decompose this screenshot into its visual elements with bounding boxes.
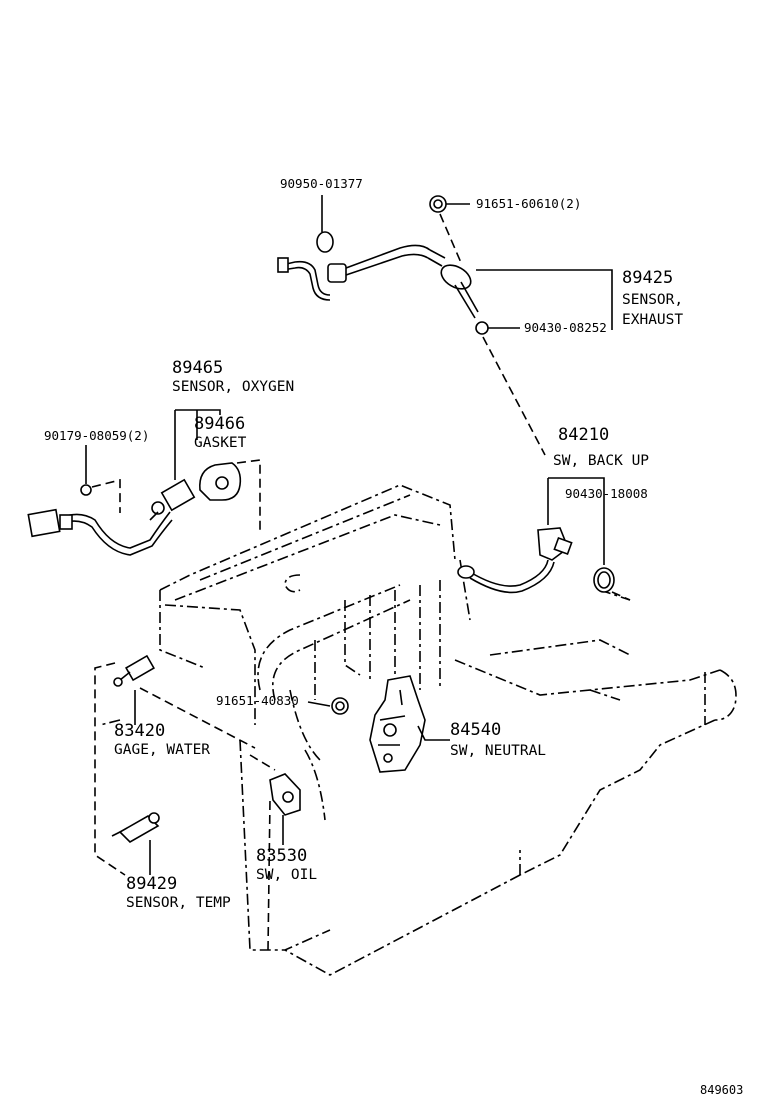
gasket-90430-18008: [593, 567, 615, 593]
nut-91651-40830: [331, 697, 349, 715]
backup-switch-84210: [457, 527, 573, 594]
part-number-89429[interactable]: 89429: [126, 874, 178, 894]
part-name-89425-line2: EXHAUST: [622, 312, 684, 328]
part-name-89465: SENSOR, OXYGEN: [172, 379, 295, 395]
part-number-90430-08252[interactable]: 90430-08252: [524, 320, 607, 335]
part-name-89429: SENSOR, TEMP: [126, 895, 231, 911]
nut-90179-08059: [80, 484, 92, 496]
part-name-89466: GASKET: [194, 435, 247, 451]
part-number-89466[interactable]: 89466: [194, 414, 246, 434]
washer-90430-08252: [475, 321, 489, 335]
oil-switch-83530: [269, 773, 301, 816]
temp-sensor-89429: [111, 812, 160, 843]
part-number-84540[interactable]: 84540: [450, 720, 502, 740]
exhaust-sensor-89425: [277, 231, 479, 319]
part-number-89465[interactable]: 89465: [172, 358, 224, 378]
part-number-90950-01377[interactable]: 90950-01377: [280, 176, 363, 191]
part-number-83420[interactable]: 83420: [114, 721, 166, 741]
engine-block: [99, 484, 737, 976]
part-number-91651-60610[interactable]: 91651-60610(2): [476, 196, 582, 211]
part-name-84210: SW, BACK UP: [553, 453, 650, 469]
part-number-90430-18008[interactable]: 90430-18008: [565, 486, 648, 501]
part-name-83420: GAGE, WATER: [114, 742, 211, 758]
part-number-83530[interactable]: 83530: [256, 846, 308, 866]
part-number-89425[interactable]: 89425: [622, 268, 674, 288]
part-name-84540: SW, NEUTRAL: [450, 743, 547, 759]
nut-91651-60610: [429, 195, 447, 213]
water-gage-83420: [113, 654, 155, 687]
part-name-83530: SW, OIL: [256, 867, 318, 883]
oxygen-sensor-89465: [27, 478, 196, 556]
part-number-91651-40830[interactable]: 91651-40830: [216, 693, 299, 708]
part-number-84210[interactable]: 84210: [558, 425, 610, 445]
diagram-reference-number: 849603: [700, 1083, 744, 1097]
gasket-89466: [198, 462, 242, 501]
neutral-switch-84540: [369, 675, 426, 773]
part-number-90179-08059[interactable]: 90179-08059(2): [44, 428, 150, 443]
part-name-89425-line1: SENSOR,: [622, 292, 684, 308]
